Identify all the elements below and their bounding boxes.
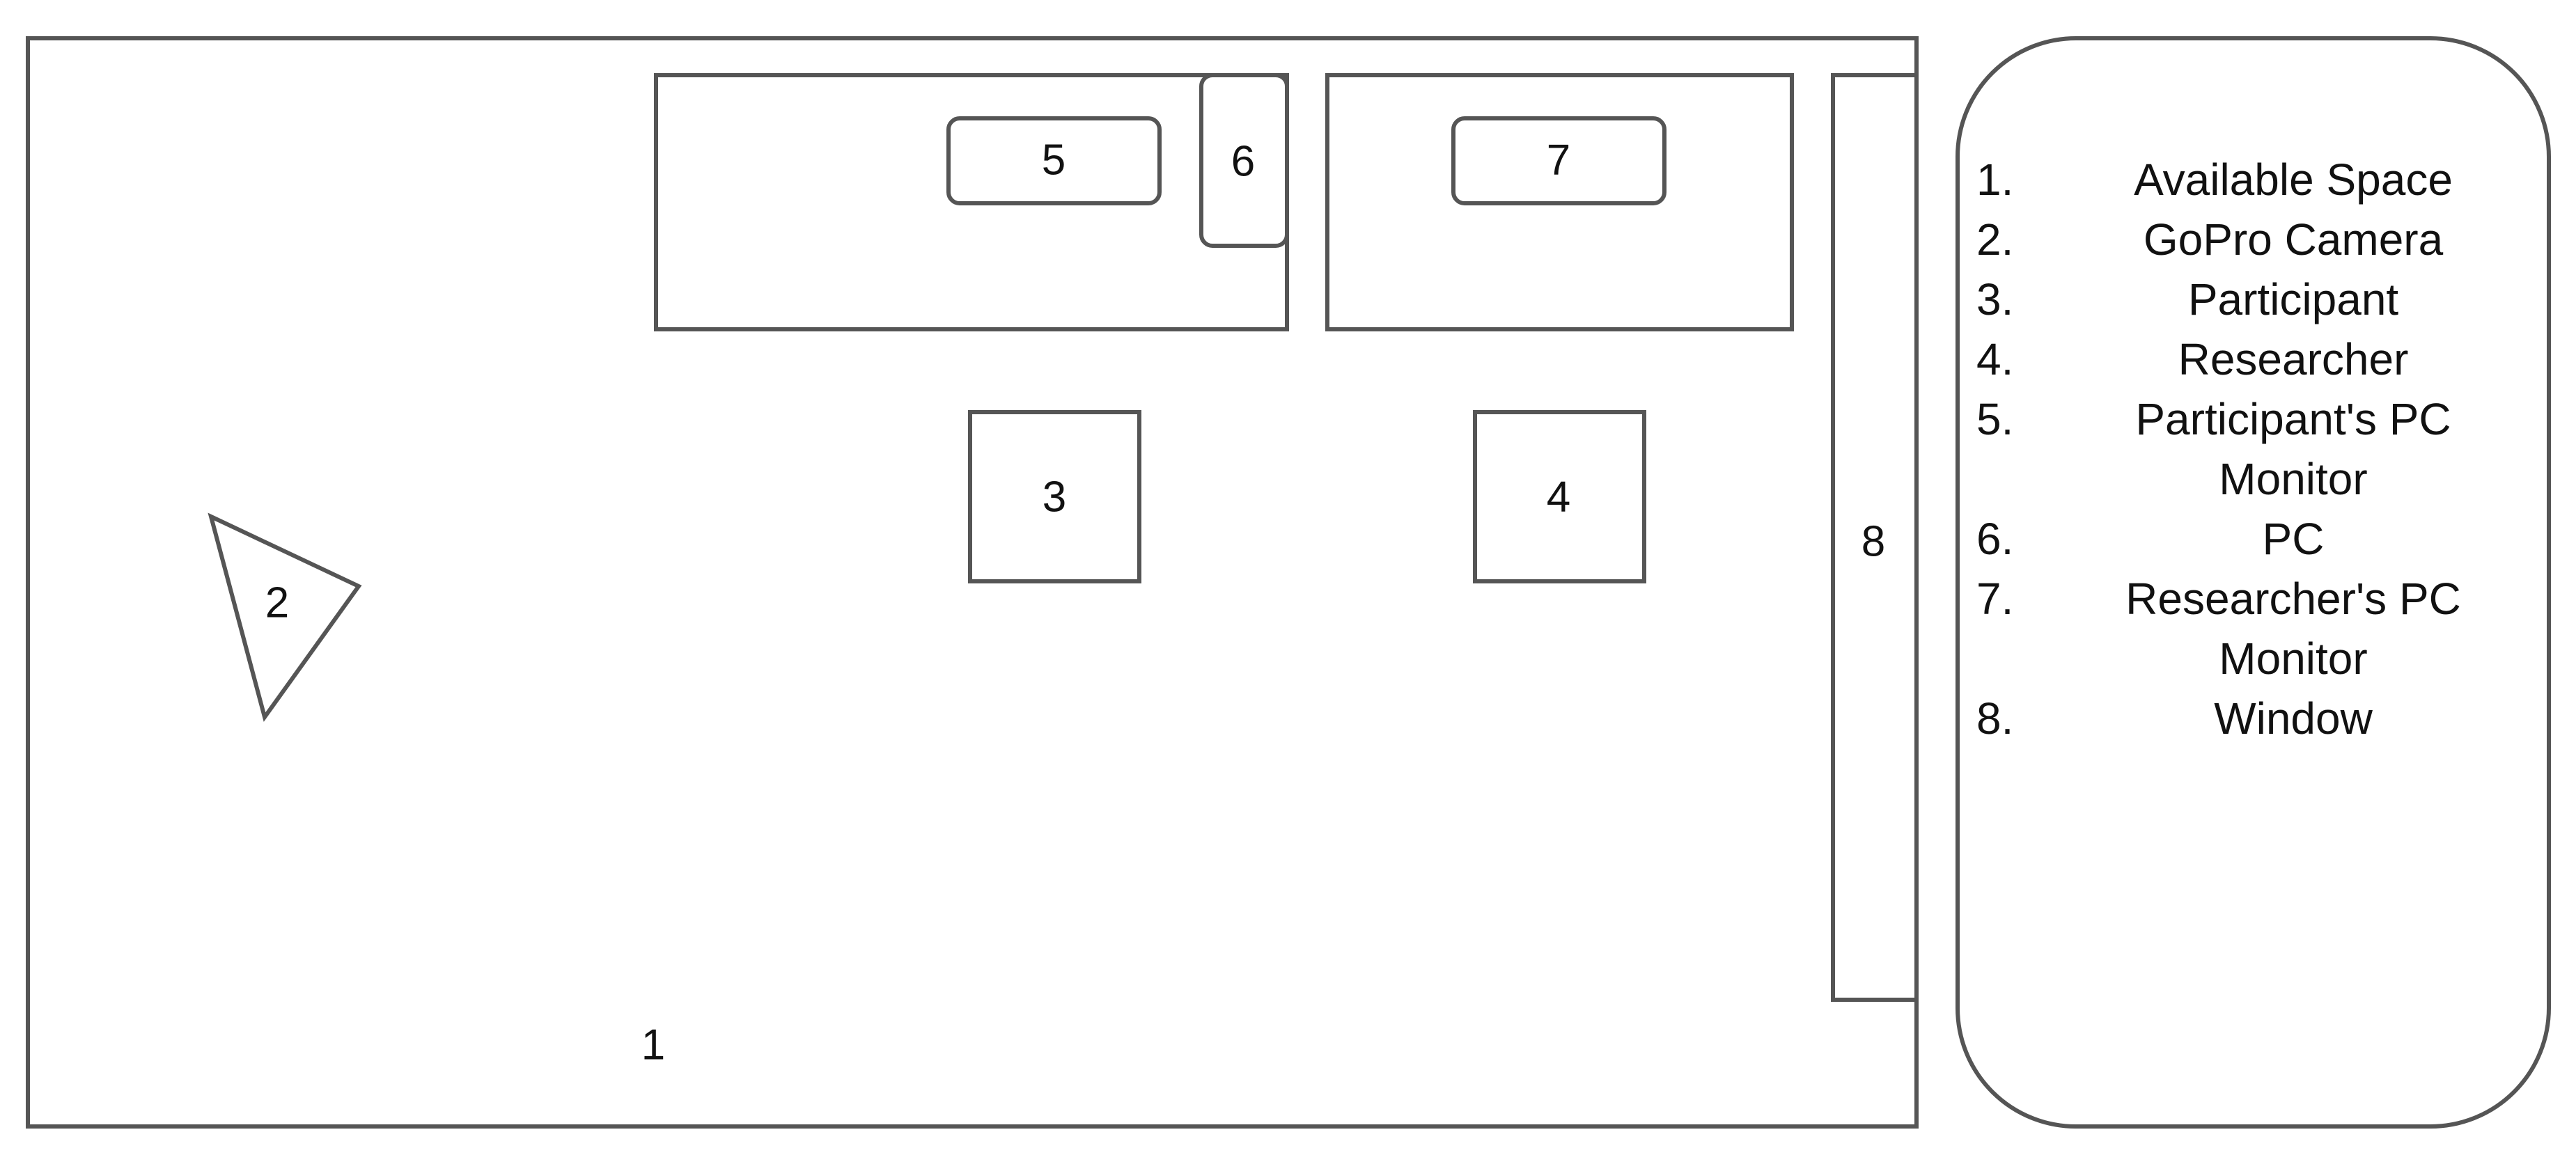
legend-panel — [1956, 36, 2551, 1129]
legend-item-text: Researcher's PC Monitor — [2125, 574, 2461, 684]
participant-monitor-label: 5 — [1042, 136, 1065, 184]
legend-item-text: Participant's PC Monitor — [2135, 394, 2451, 504]
researcher-box — [1473, 410, 1646, 583]
participant-box — [968, 410, 1141, 583]
researcher-monitor — [1451, 116, 1666, 205]
legend-item-number: 2. — [1976, 214, 2014, 265]
legend-item-number: 6. — [1976, 514, 2014, 564]
window-label: 8 — [1861, 517, 1885, 565]
legend-list: 1. Available Space 2. GoPro Camera 3. Partici… — [1976, 150, 2520, 748]
legend-item-text: Window — [2214, 693, 2373, 744]
legend-item: 8. Window — [1976, 689, 2520, 748]
legend-item-number: 3. — [1976, 274, 2014, 324]
legend-item-text: Researcher — [2178, 334, 2409, 384]
camera-triangle — [208, 512, 362, 722]
pc-box — [1199, 73, 1289, 248]
legend-item: 1. Available Space — [1976, 150, 2520, 210]
researcher-monitor-label: 7 — [1547, 136, 1570, 184]
legend-item: 2. GoPro Camera — [1976, 210, 2520, 269]
legend-item: 4. Researcher — [1976, 329, 2520, 389]
researcher-label: 4 — [1547, 473, 1570, 521]
legend-item-text: PC — [2262, 514, 2325, 564]
legend-item: 3. Participant — [1976, 269, 2520, 329]
pc-label: 6 — [1231, 137, 1255, 185]
legend-item-number: 4. — [1976, 334, 2014, 384]
legend-item-text: Participant — [2187, 274, 2399, 324]
room-label: 1 — [641, 1021, 665, 1069]
legend-item: 6. PC — [1976, 509, 2520, 569]
legend-item-number: 8. — [1976, 693, 2014, 744]
legend-item: 5. Participant's PC Monitor — [1976, 389, 2520, 509]
legend-item-number: 1. — [1976, 155, 2014, 205]
legend-item-number: 7. — [1976, 574, 2014, 624]
camera-label: 2 — [265, 579, 289, 627]
legend-item-text: GoPro Camera — [2143, 214, 2444, 265]
legend-item-number: 5. — [1976, 394, 2014, 444]
window-box — [1831, 73, 1919, 1002]
legend-item-text: Available Space — [2134, 155, 2453, 205]
legend-item: 7. Researcher's PC Monitor — [1976, 569, 2520, 689]
researcher-desk — [1325, 73, 1794, 331]
participant-monitor — [946, 116, 1162, 205]
participant-label: 3 — [1043, 473, 1066, 521]
